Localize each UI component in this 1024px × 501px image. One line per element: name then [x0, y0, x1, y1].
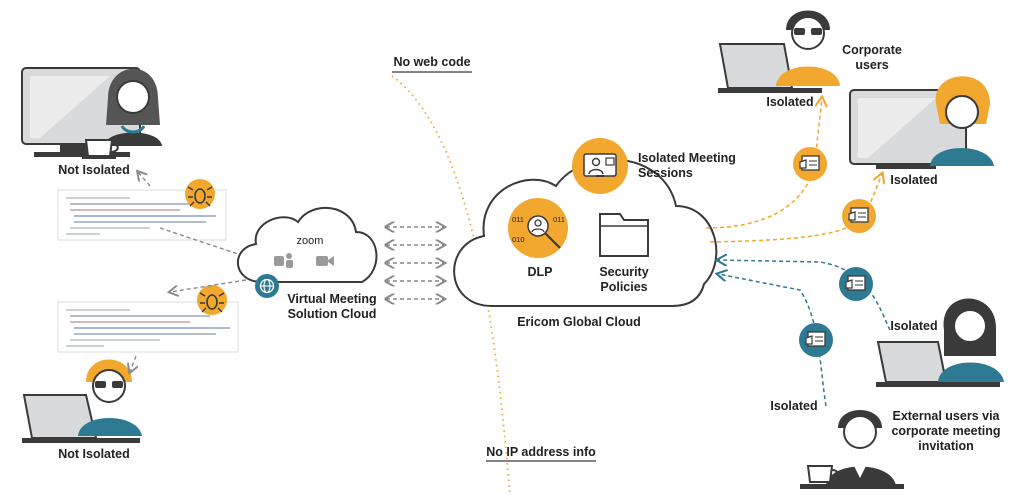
virtual-cloud-label-line2: Solution Cloud — [288, 307, 377, 321]
dlp-binary-left2: 010 — [512, 235, 525, 244]
corporate-user-laptop — [718, 43, 822, 93]
left-gray-arrows — [130, 172, 250, 372]
bottom-left-laptop — [22, 394, 140, 443]
coffee-cup-icon — [800, 465, 904, 489]
shield-doc-icon — [799, 323, 833, 357]
code-snippet-top — [57, 189, 227, 241]
dlp-icon — [508, 198, 568, 258]
external-woman-user-icon — [938, 298, 1004, 382]
security-policies-line2: Policies — [600, 280, 647, 294]
external-users-line2: corporate meeting — [891, 424, 1000, 438]
virtual-cloud-label-line1: Virtual Meeting — [287, 292, 376, 306]
bug-icon — [197, 285, 227, 315]
dlp-binary-right: 011 — [553, 215, 565, 224]
camera-icon — [316, 256, 334, 266]
woman-user-icon — [104, 68, 162, 146]
dlp-binary-left: 011 — [512, 215, 524, 224]
coffee-cup-icon — [82, 139, 119, 159]
shield-doc-icon — [839, 267, 873, 301]
not-isolated-top-label: Not Isolated — [58, 163, 130, 177]
isolated-sessions-label-line2: Sessions — [638, 166, 693, 180]
isolated-label-1: Isolated — [766, 95, 813, 109]
corporate-users-line1: Corporate — [842, 43, 902, 57]
ericom-cloud-label: Ericom Global Cloud — [517, 315, 641, 329]
not-isolated-bottom-label: Not Isolated — [58, 447, 130, 461]
virtual-meeting-cloud — [237, 206, 378, 283]
external-users-line3: invitation — [918, 439, 974, 453]
isolated-sessions-label-line1: Isolated Meeting — [638, 151, 736, 165]
teams-icon — [274, 253, 293, 268]
folder-icon — [599, 213, 649, 257]
woman-orange-hair-user-icon — [930, 76, 994, 166]
monitor-person-icon — [572, 138, 628, 194]
man-glasses-user-icon — [78, 359, 142, 436]
globe-icon — [255, 274, 279, 298]
external-man-user-icon — [826, 410, 896, 486]
zoom-logo-label: zoom — [297, 235, 324, 247]
isolation-boundary-curve — [391, 75, 511, 496]
isolated-label-4: Isolated — [770, 399, 817, 413]
code-snippet-bottom — [57, 301, 239, 353]
security-policies-line1: Security — [599, 265, 648, 279]
shield-doc-icon — [842, 199, 876, 233]
isolated-label-3: Isolated — [890, 319, 937, 333]
no-ip-info-label: No IP address info — [486, 445, 596, 459]
no-web-code-label: No web code — [393, 55, 470, 69]
dlp-label: DLP — [528, 265, 553, 279]
corporate-users-line2: users — [855, 58, 888, 72]
bug-icon — [185, 179, 215, 209]
corporate-man-user-icon — [776, 10, 840, 86]
external-users-line1: External users via — [892, 409, 1000, 423]
isolated-label-2: Isolated — [890, 173, 937, 187]
cloud-link-arrows — [386, 227, 444, 299]
shield-doc-icon — [793, 147, 827, 181]
